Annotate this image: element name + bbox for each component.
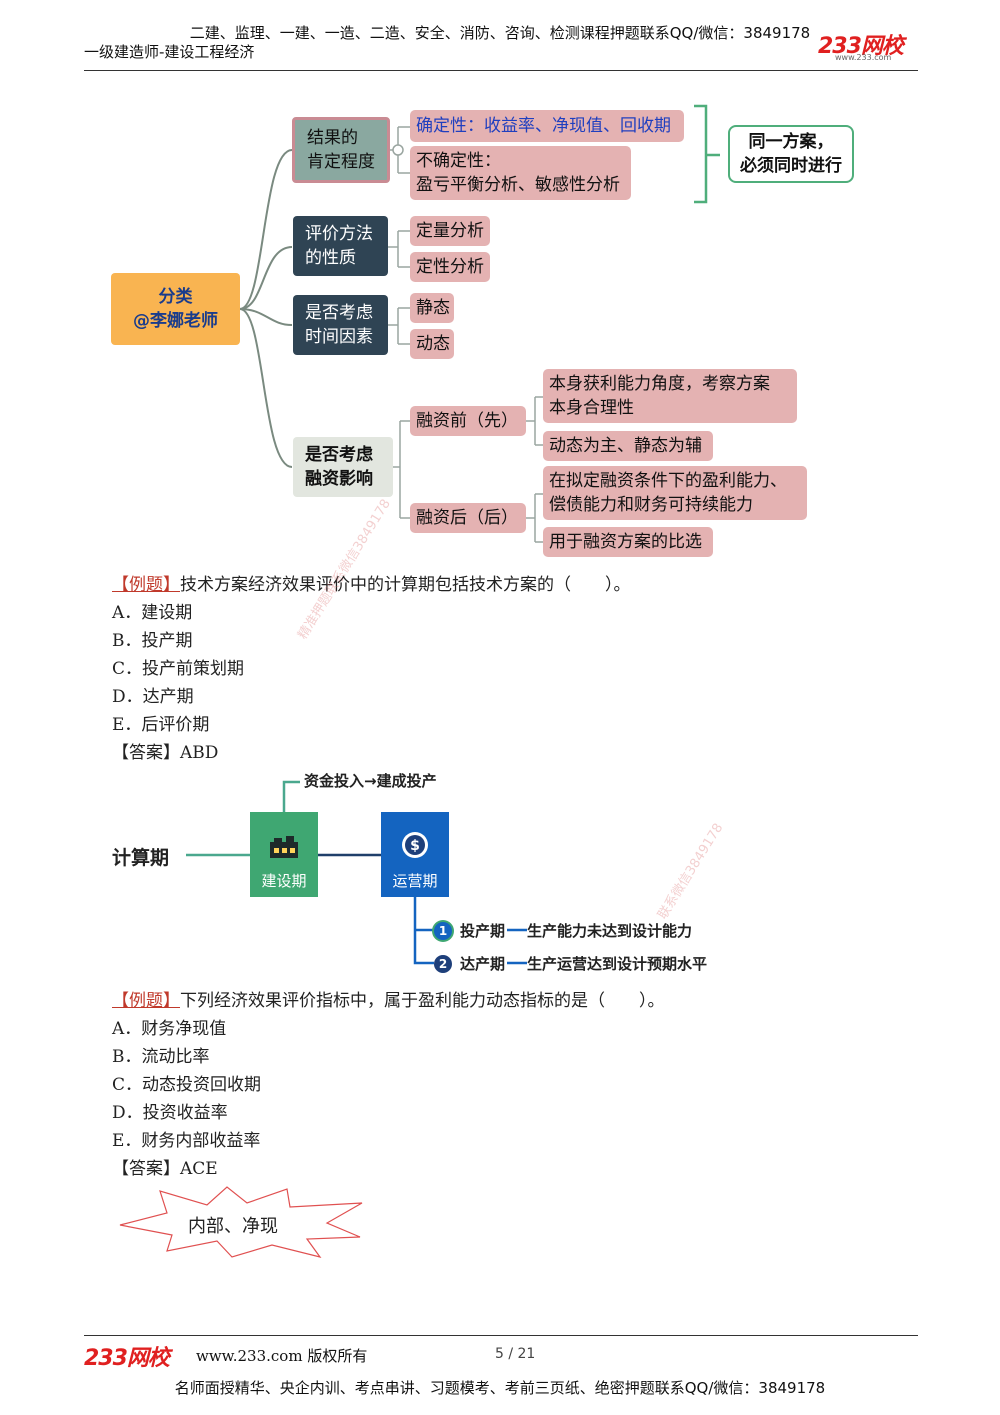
q2-option-e: E．财务内部收益率: [112, 1131, 261, 1151]
footer-bottom-line: 名师面授精华、央企内训、考点串讲、习题模考、考前三页纸、绝密押题联系QQ/微信：…: [174, 1379, 826, 1397]
period-top-label: 资金投入→建成投产: [304, 772, 437, 790]
uncertain-node: 不确定性：盈亏平衡分析、敏感性分析: [410, 146, 631, 200]
pre-financing-item-2: 动态为主、静态为辅: [543, 431, 713, 461]
pre-financing-node: 融资前（先）: [410, 406, 526, 436]
burst-shape: [119, 1186, 363, 1258]
q2-option-b: B．流动比率: [112, 1047, 210, 1067]
footer-rule: [84, 1335, 918, 1336]
q1-option-d: D．达产期: [112, 687, 194, 707]
q1-option-a: A．建设期: [112, 603, 193, 623]
number-badge: 1: [434, 921, 452, 940]
footer-copyright: www.233.com 版权所有: [196, 1347, 368, 1365]
branch-time: 是否考虑时间因素: [293, 295, 388, 355]
branch-financing: 是否考虑融资影响: [293, 437, 393, 497]
question-1-stem: 【例题】技术方案经济效果评价中的计算期包括技术方案的（ ）。: [112, 575, 631, 595]
brand-logo: 233网校: [818, 34, 904, 59]
dynamic-node: 动态: [410, 329, 454, 359]
mindmap-connectors: [239, 104, 720, 543]
q2-option-d: D．投资收益率: [112, 1103, 228, 1123]
branch-method: 评价方法的性质: [293, 216, 388, 276]
construction-icon: [270, 836, 298, 858]
period-item-2: 2 达产期生产运营达到设计预期水平: [434, 953, 707, 974]
certain-node: 确定性：收益率、净现值、回收期: [410, 110, 684, 142]
header-subtitle: 一级建造师-建设工程经济: [84, 43, 255, 61]
post-financing-item-2: 用于融资方案的比选: [543, 527, 713, 557]
svg-text:$: $: [410, 838, 420, 854]
q2-answer: 【答案】ACE: [112, 1159, 218, 1179]
branch-certainty: 结果的肯定程度: [292, 117, 390, 183]
period-title: 计算期: [112, 847, 170, 869]
q2-option-a: A．财务净现值: [112, 1019, 227, 1039]
question-tag: 【例题】: [112, 991, 180, 1011]
q2-option-c: C．动态投资回收期: [112, 1075, 262, 1095]
q1-answer: 【答案】ABD: [112, 743, 219, 763]
period-diagram-lines: [186, 780, 527, 965]
quantitative-node: 定量分析: [410, 216, 490, 246]
burst-text: 内部、净现: [188, 1216, 278, 1237]
header-rule: [84, 70, 918, 71]
q1-option-c: C．投产前策划期: [112, 659, 245, 679]
footer-logo: 233网校: [84, 1346, 170, 1371]
dollar-icon: $: [402, 832, 428, 858]
pre-financing-item-1: 本身获利能力角度，考察方案本身合理性: [543, 369, 797, 423]
static-node: 静态: [410, 293, 454, 323]
brand-url: www.233.com: [835, 53, 892, 62]
post-financing-item-1: 在拟定融资条件下的盈利能力、偿债能力和财务可持续能力: [543, 466, 807, 520]
question-2-stem: 【例题】下列经济效果评价指标中，属于盈利能力动态指标的是（ ）。: [112, 991, 665, 1011]
number-badge: 2: [434, 954, 452, 973]
note-same-plan: 同一方案，必须同时进行: [728, 125, 854, 183]
post-financing-node: 融资后（后）: [410, 503, 526, 533]
q1-option-e: E．后评价期: [112, 715, 210, 735]
build-period-box: 建设期: [250, 812, 318, 897]
question-tag: 【例题】: [112, 575, 180, 595]
period-item-1: 1 投产期生产能力未达到设计能力: [434, 920, 692, 941]
header-top-line: 二建、监理、一建、一造、二造、安全、消防、咨询、检测课程押题联系QQ/微信：38…: [189, 24, 811, 42]
mindmap-root: 分类@李娜老师: [111, 273, 240, 345]
q1-option-b: B．投产期: [112, 631, 193, 651]
qualitative-node: 定性分析: [410, 252, 490, 282]
operate-period-box: $ 运营期: [381, 812, 449, 897]
page-number: 5 / 21: [495, 1346, 536, 1362]
